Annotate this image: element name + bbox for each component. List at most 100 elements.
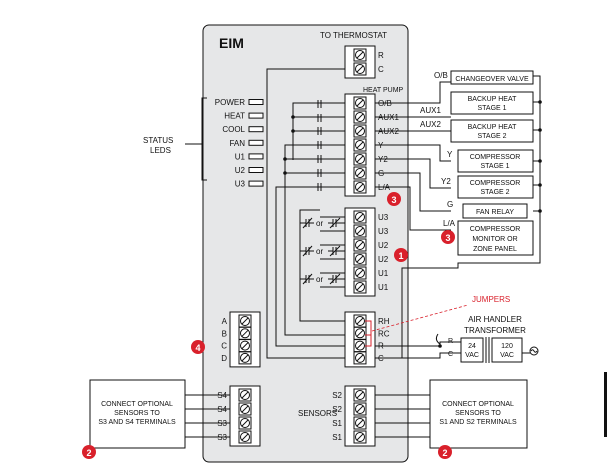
compressor-stage1-line1: COMPRESSOR bbox=[470, 154, 521, 161]
ext-y2-label: Y2 bbox=[441, 177, 451, 186]
ext-aux1-label: AUX1 bbox=[420, 106, 441, 115]
zone-terminal-label-3: U2 bbox=[378, 255, 389, 264]
compressor-stage2-box bbox=[457, 175, 534, 199]
abcd-terminal-label-3: D bbox=[221, 354, 227, 363]
transformer-title-line1: AIR HANDLER bbox=[468, 315, 522, 324]
callout-2-left: 2 bbox=[82, 445, 96, 459]
sensor-box-left-line2: SENSORS TO bbox=[114, 410, 160, 417]
zone-terminal-screw-0 bbox=[353, 210, 367, 224]
air-handler-terminal-screw-3 bbox=[353, 351, 367, 365]
abcd-terminal-screw-3 bbox=[238, 351, 252, 365]
transformer-r-lead bbox=[435, 333, 441, 345]
transformer-120vac-line2: VAC bbox=[500, 352, 514, 359]
sensor-box-right-line2: SENSORS TO bbox=[455, 410, 501, 417]
changeover-valve-box bbox=[450, 70, 534, 85]
s4-s3-terminal-screw-0 bbox=[238, 388, 252, 402]
s4-s3-terminal-screw-2 bbox=[238, 416, 252, 430]
sensor-box-right-line1: CONNECT OPTIONAL bbox=[442, 401, 514, 408]
compressor-monitor-line2: MONITOR OR bbox=[472, 236, 517, 243]
compressor-stage2-line2: STAGE 2 bbox=[480, 189, 509, 196]
callout-1: 1 bbox=[394, 248, 408, 262]
air-handler-terminal-screw-2 bbox=[353, 339, 367, 353]
zone-terminal-screw-5 bbox=[353, 280, 367, 294]
sensor-box-right-line3: S1 AND S2 TERMINALS bbox=[439, 419, 517, 426]
led-label-4: U1 bbox=[235, 152, 246, 161]
air-handler-terminal-screw-0 bbox=[353, 314, 367, 328]
svg-text:3: 3 bbox=[445, 233, 450, 243]
status-leds-label-line2: LEDS bbox=[150, 146, 171, 155]
zone-relay-1: or bbox=[300, 245, 345, 257]
to-thermostat-label: TO THERMOSTAT bbox=[320, 31, 387, 40]
transformer-title-line2: TRANSFORMER bbox=[464, 326, 526, 335]
heat-pump-terminal-screw-0 bbox=[353, 96, 367, 110]
backup-heat-stage2-line2: STAGE 2 bbox=[477, 133, 506, 140]
callout-3-monitor: 3 bbox=[441, 230, 455, 244]
external-wiring bbox=[375, 75, 541, 359]
backup-heat-stage1-box bbox=[450, 91, 534, 115]
led-label-3: FAN bbox=[229, 139, 245, 148]
s4-s3-terminal-screw-3 bbox=[238, 430, 252, 444]
callout-3-terminal: 3 bbox=[387, 192, 401, 206]
ext-aux2-label: AUX2 bbox=[420, 120, 441, 129]
thermostat-terminal-label-1: C bbox=[378, 65, 384, 74]
ext-y-label: Y bbox=[447, 150, 453, 159]
aux-relay-contact-0 bbox=[317, 100, 322, 108]
led-indicator-6 bbox=[248, 180, 264, 187]
heat-pump-terminal-screw-1 bbox=[353, 110, 367, 124]
zone-relay-0: or bbox=[300, 217, 345, 229]
led-indicator-0 bbox=[248, 99, 264, 105]
or-label-1: or bbox=[316, 247, 323, 256]
led-label-6: U3 bbox=[235, 180, 246, 189]
heat-pump-terminal-screw-3 bbox=[353, 138, 367, 152]
junction-dots bbox=[283, 100, 542, 348]
led-indicator-3 bbox=[248, 139, 264, 146]
s2-s1-terminal-label-3: S1 bbox=[332, 433, 342, 442]
junction-dot-0 bbox=[538, 100, 542, 104]
changeover-valve-label: CHANGEOVER VALVE bbox=[455, 76, 529, 83]
jumper-leader bbox=[371, 304, 469, 332]
thermostat-terminal-screw-1 bbox=[353, 62, 367, 76]
abcd-terminal-screw-2 bbox=[238, 339, 252, 353]
transformer-c-label: C bbox=[448, 351, 453, 358]
transformer-r-label: R bbox=[448, 338, 453, 345]
or-label-0: or bbox=[316, 219, 323, 228]
led-indicator-4 bbox=[248, 153, 264, 160]
heat-pump-terminal-screw-5 bbox=[353, 166, 367, 180]
zone-terminal-label-5: U1 bbox=[378, 283, 389, 292]
led-label-5: U2 bbox=[235, 166, 246, 175]
air-handler-terminal-label-1: RC bbox=[378, 329, 390, 338]
zone-terminal-label-0: U3 bbox=[378, 213, 389, 222]
ext-la-label: L/A bbox=[443, 219, 456, 228]
s2-s1-terminal-label-2: S1 bbox=[332, 419, 342, 428]
junction-dot-1 bbox=[538, 128, 542, 132]
backup-heat-stage1-line2: STAGE 1 bbox=[477, 105, 506, 112]
led-label-1: HEAT bbox=[224, 112, 245, 121]
svg-text:4: 4 bbox=[195, 343, 200, 353]
relay-symbols: or or or bbox=[300, 100, 345, 285]
junction-dot-7 bbox=[283, 157, 287, 161]
backup-heat-stage2-box bbox=[450, 119, 534, 143]
page-edge-marker bbox=[604, 372, 607, 437]
s2-s1-terminal-label-0: S2 bbox=[332, 391, 342, 400]
junction-dot-6 bbox=[291, 129, 295, 133]
abcd-terminal-label-2: C bbox=[221, 342, 227, 351]
svg-text:2: 2 bbox=[442, 448, 447, 458]
transformer-24vac-line2: VAC bbox=[465, 352, 479, 359]
sensor-box-left-line3: S3 AND S4 TERMINALS bbox=[98, 419, 176, 426]
heat-pump-label: HEAT PUMP bbox=[363, 87, 404, 94]
status-leds-label-line1: STATUS bbox=[143, 136, 173, 145]
sensors-label: SENSORS bbox=[298, 409, 337, 418]
compressor-stage2-line1: COMPRESSOR bbox=[470, 180, 521, 187]
transformer-120vac-box bbox=[491, 337, 523, 363]
zone-terminal-label-4: U1 bbox=[378, 269, 389, 278]
or-label-2: or bbox=[316, 275, 323, 284]
compressor-monitor-box bbox=[457, 220, 534, 256]
abcd-terminal-screw-1 bbox=[238, 326, 252, 340]
svg-text:2: 2 bbox=[86, 448, 91, 458]
